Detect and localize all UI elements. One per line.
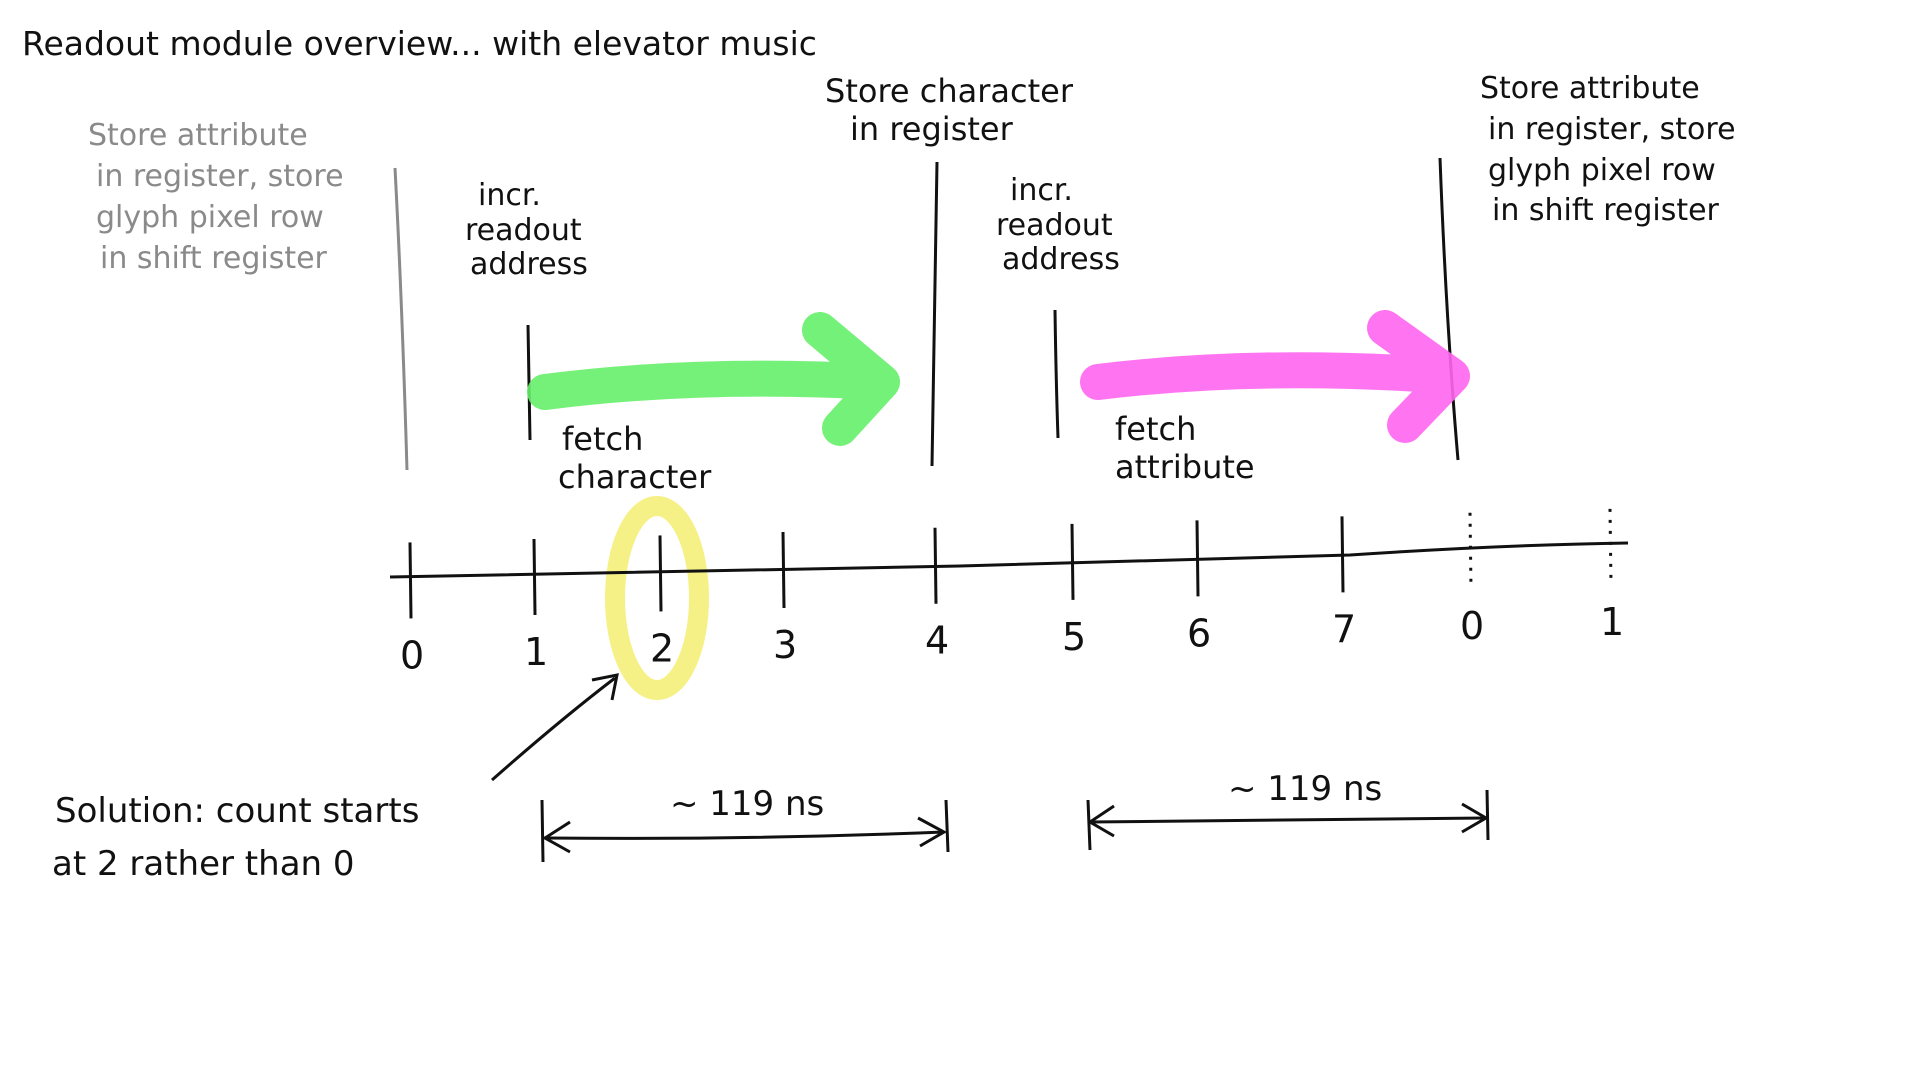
- fetch-attr-line-2: attribute: [1115, 448, 1255, 486]
- timeline-tick: [532, 538, 537, 615]
- diagram-title: Readout module overview... with elevator…: [22, 24, 817, 63]
- timeline-tick: [933, 527, 938, 604]
- timeline-tick-label: 3: [773, 623, 797, 667]
- duration-1-right-arrowhead: [917, 816, 948, 848]
- fetch-attribute-label: fetch attribute: [1115, 410, 1255, 486]
- timeline-tick-label: 2: [650, 626, 674, 670]
- fetch-attribute-arrow: [1080, 310, 1470, 443]
- duration-bracket-2: [1086, 789, 1490, 851]
- duration-2-left-cap: [1086, 799, 1092, 851]
- tick-2-highlight: [605, 496, 709, 700]
- fetch-char-line-2: character: [558, 458, 712, 496]
- store-char-line-2: in register: [850, 110, 1014, 148]
- duration-1-right-cap: [944, 799, 950, 853]
- store-attr-line-2: in register, store: [1488, 112, 1736, 147]
- duration-1-left-cap: [540, 799, 545, 863]
- prev-store-attribute-note: Store attribute in register, store glyph…: [88, 118, 344, 276]
- timeline-tick-label: 7: [1332, 607, 1356, 651]
- duration-bracket-1: [540, 799, 950, 863]
- fetch-attr-line-1: fetch: [1115, 410, 1196, 448]
- timeline-tick: [1468, 512, 1473, 589]
- duration-2-left-arrowhead: [1087, 804, 1115, 838]
- store-attr-line-3: glyph pixel row: [1488, 153, 1716, 188]
- incr2-line-2: readout: [996, 208, 1113, 243]
- prev-note-line-2: in register, store: [96, 159, 344, 194]
- fetch-attribute-arrow-shaft: [1080, 352, 1468, 400]
- fetch-character-label: fetch character: [558, 420, 712, 496]
- timeline-tick-label: 1: [524, 630, 548, 674]
- timeline-tick: [408, 542, 413, 619]
- solution-arrow-head: [591, 673, 619, 701]
- duration-1-line: [544, 830, 945, 840]
- timeline-tick: [1195, 520, 1200, 597]
- solution-line-2: at 2 rather than 0: [52, 844, 355, 884]
- store-char-marker: [930, 161, 939, 467]
- duration-2-right-arrowhead: [1461, 802, 1489, 834]
- incr-marker-2: [1053, 309, 1060, 439]
- incr1-line-1: incr.: [478, 178, 541, 213]
- incr-readout-address-1: incr. readout address: [465, 178, 588, 282]
- timeline-tick-label: 4: [925, 619, 949, 663]
- timeline-tick: [1070, 523, 1075, 600]
- prev-note-line-4: in shift register: [100, 241, 328, 276]
- prev-note-line-1: Store attribute: [88, 118, 308, 153]
- timeline-tick-label: 0: [1460, 604, 1484, 648]
- store-attr-line-4: in shift register: [1492, 193, 1720, 228]
- incr1-line-3: address: [470, 247, 588, 282]
- store-attr-marker: [1438, 157, 1460, 461]
- solution-line-1: Solution: count starts: [55, 791, 419, 831]
- incr2-line-3: address: [1002, 242, 1120, 277]
- duration-2-right-cap: [1485, 789, 1490, 841]
- fetch-character-arrow-shaft: [527, 360, 898, 410]
- fetch-character-arrow: [527, 312, 900, 446]
- duration-2-label: ~ 119 ns: [1228, 769, 1382, 809]
- incr1-line-2: readout: [465, 213, 582, 248]
- prev-note-line-3: glyph pixel row: [96, 200, 324, 235]
- timeline-tick: [781, 531, 786, 609]
- timeline-tick-label: 1: [1600, 600, 1624, 644]
- store-character-note: Store character in register: [825, 72, 1074, 148]
- incr2-line-1: incr.: [1010, 173, 1073, 208]
- fetch-char-line-1: fetch: [562, 420, 643, 458]
- fetch-attribute-arrow-head: [1367, 310, 1470, 443]
- timeline-ticks: 0 1 2 3 4 5 6 7 0 1: [400, 508, 1624, 677]
- incr-marker-1: [526, 324, 532, 441]
- duration-2-line: [1089, 816, 1487, 824]
- solution-note: Solution: count starts at 2 rather than …: [52, 791, 419, 884]
- timeline-axis: [389, 541, 1629, 579]
- store-attribute-note: Store attribute in register, store glyph…: [1480, 71, 1736, 228]
- prev-store-marker: [393, 167, 409, 471]
- timeline-tick: [1340, 516, 1345, 593]
- timeline-tick: [1608, 508, 1613, 585]
- timeline-tick-label: 5: [1062, 615, 1086, 659]
- store-attr-line-1: Store attribute: [1480, 71, 1700, 106]
- timeline-tick-label: 6: [1187, 611, 1211, 655]
- solution-arrow: [491, 676, 616, 782]
- incr-readout-address-2: incr. readout address: [996, 173, 1120, 277]
- fetch-character-arrow-head: [802, 312, 900, 446]
- duration-1-left-arrowhead: [542, 820, 571, 854]
- timeline-tick-label: 0: [400, 633, 424, 677]
- duration-1-label: ~ 119 ns: [670, 784, 824, 824]
- store-char-line-1: Store character: [825, 72, 1074, 110]
- timeline-tick: [658, 535, 663, 612]
